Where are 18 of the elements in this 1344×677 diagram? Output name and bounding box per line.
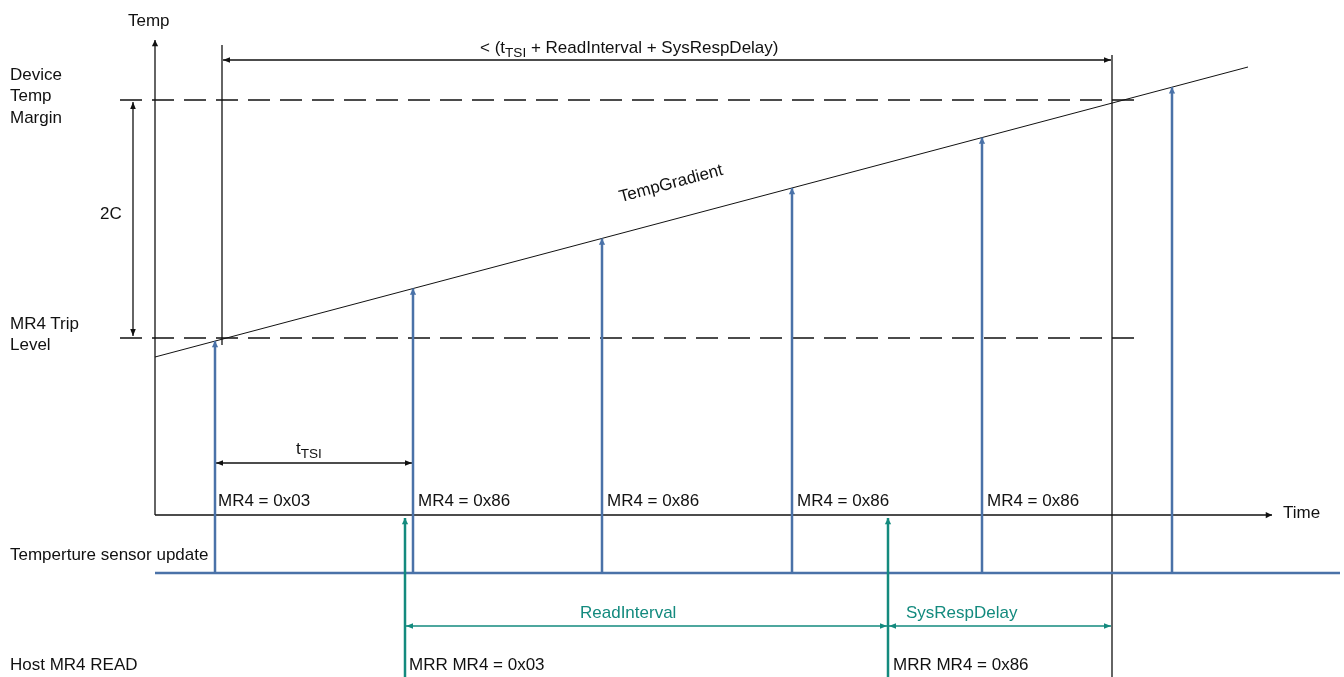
register-value: MR4 = 0x86 (607, 490, 700, 512)
register-value: MR4 = 0x03 (218, 490, 311, 512)
register-value: MR4 = 0x86 (797, 490, 890, 512)
level-label: Device Temp Margin (10, 64, 63, 128)
register-value: MR4 = 0x86 (987, 490, 1080, 512)
dimension-label: ReadInterval (580, 602, 677, 624)
read-command-label: MRR MR4 = 0x03 (409, 654, 545, 676)
row-label: Temperture sensor update (10, 544, 209, 566)
axis-label: Temp (128, 10, 170, 32)
dimension-label: < (t$_{TSI}$ + ReadInterval + SysRespDelay) (480, 37, 779, 63)
dimension-label: t$_{TSI}$ (296, 438, 322, 464)
dimension-label: SysRespDelay (906, 602, 1018, 624)
register-value: MR4 = 0x86 (418, 490, 511, 512)
read-command-label: MRR MR4 = 0x86 (893, 654, 1029, 676)
dimension-label: 2C (100, 203, 122, 225)
row-label: Host MR4 READ (10, 654, 138, 676)
level-label: MR4 Trip Level (10, 313, 80, 356)
axis-label: Time (1283, 502, 1321, 524)
